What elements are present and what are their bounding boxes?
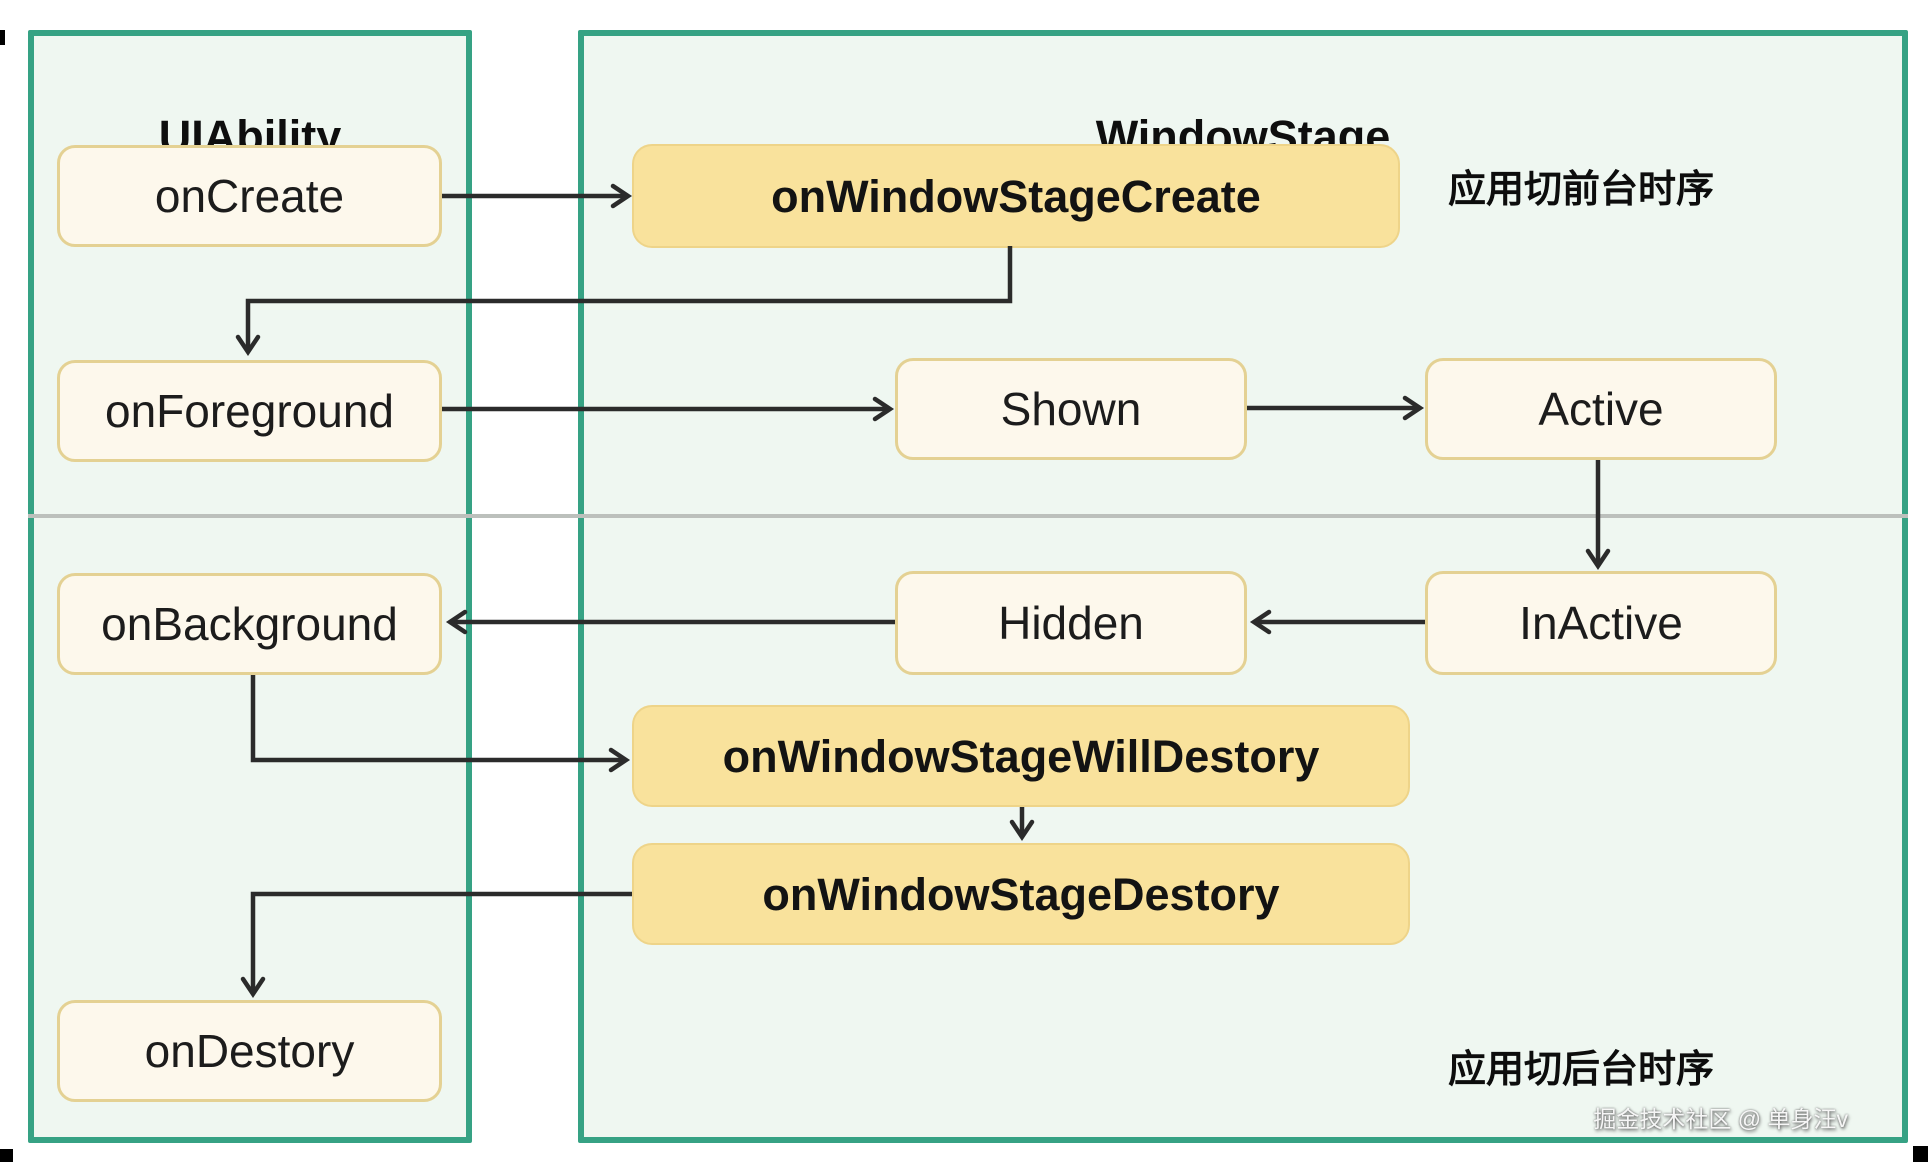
node-onwindowstagecreate: onWindowStageCreate <box>632 144 1400 248</box>
foreground-sequence-label: 应用切前台时序 <box>1448 169 1715 211</box>
background-sequence-label: 应用切后台时序 <box>1448 1049 1715 1091</box>
node-active: Active <box>1425 358 1777 460</box>
node-hidden: Hidden <box>895 571 1247 675</box>
node-inactive: InActive <box>1425 571 1777 675</box>
node-onforeground: onForeground <box>57 360 442 462</box>
node-onwindowstagewilldestory: onWindowStageWillDestory <box>632 705 1410 807</box>
watermark: 掘金技术社区 @ 单身汪v <box>1593 1106 1848 1132</box>
node-ondestory: onDestory <box>57 1000 442 1102</box>
node-onwindowstagedestory: onWindowStageDestory <box>632 843 1410 945</box>
node-oncreate: onCreate <box>57 145 442 247</box>
corner-artifact-top-left <box>0 30 5 45</box>
corner-artifact-bottom-left <box>0 1149 13 1162</box>
phase-divider-line <box>28 514 1908 518</box>
corner-artifact-bottom-right <box>1913 1146 1928 1162</box>
node-shown: Shown <box>895 358 1247 460</box>
node-onbackground: onBackground <box>57 573 442 675</box>
